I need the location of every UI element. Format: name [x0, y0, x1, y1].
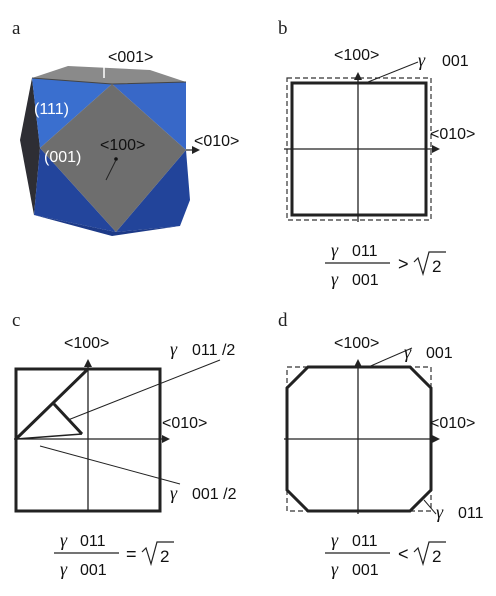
gamma-top-sym-d: γ [404, 342, 412, 362]
leader-gamma-011-d [423, 499, 437, 515]
ratio-den-sym-b: γ [331, 269, 339, 289]
crystal-edge-top [31, 77, 187, 85]
label-100-d: <100> [334, 335, 379, 352]
ratio-num-idx-b: 011 [352, 243, 378, 260]
label-100-c: <100> [64, 335, 109, 352]
base-segment-c [15, 433, 83, 440]
label-face-111: (111) [34, 101, 69, 118]
ratio-c: γ 011 γ 001 = 2 [54, 530, 174, 579]
crystal-shape [20, 66, 190, 236]
normal-011-c [52, 402, 84, 436]
face-111-upper-left [32, 78, 112, 148]
gamma-top-idx-c: 011 /2 [192, 342, 235, 359]
wulff-octagon [285, 365, 433, 513]
label-face-001: (001) [44, 149, 81, 166]
sqrt-sign-d [413, 541, 446, 567]
relation-b: > [398, 254, 409, 274]
gamma-bot-idx-c: 001 /2 [192, 486, 237, 503]
sqrt-sign-b [413, 251, 446, 277]
center-dot [114, 157, 118, 161]
label-100-a: <100> [100, 137, 145, 154]
diagonal-011-c [14, 367, 90, 441]
label-010-a: <010> [194, 133, 239, 150]
face-bottom [34, 215, 180, 236]
sqrt-sign-c [141, 541, 174, 567]
gamma-symbol-b: γ [418, 50, 426, 70]
gamma-bot-sym-c: γ [170, 483, 178, 503]
ratio-den-idx-d: 001 [352, 562, 379, 579]
ratio-num-sym-d: γ [331, 530, 339, 550]
leader-gamma-001-b [367, 61, 419, 83]
face-111-upper-right [112, 82, 186, 150]
label-100-b: <100> [334, 47, 379, 64]
sqrt-value-b: 2 [432, 257, 441, 276]
ratio-b: γ 011 γ 001 > 2 [325, 240, 446, 289]
label-001-a: <001> [108, 49, 153, 66]
gamma-top-idx-d: 001 [426, 345, 453, 362]
label-010-b: <010> [430, 126, 475, 143]
gamma-top-sym-c: γ [170, 339, 178, 359]
panel-d-letter: d [278, 310, 288, 331]
ratio-num-sym-b: γ [331, 240, 339, 260]
leader-gamma-001-d [365, 347, 413, 369]
ratio-den-idx-b: 001 [352, 272, 379, 289]
left-side-face [20, 78, 40, 215]
ratio-d: γ 011 γ 001 < 2 [325, 530, 446, 579]
ratio-num-idx-d: 011 [352, 533, 378, 550]
face-lower-left [34, 148, 116, 232]
arrow-100-a [105, 159, 117, 181]
gamma-bot-sym-d: γ [436, 502, 444, 522]
leader-gamma-011-c [67, 359, 221, 421]
panel-c: c <100> <010> γ 011 /2 γ 001 /2 γ 011 γ … [12, 310, 237, 579]
gamma-bot-idx-d: 011 [458, 505, 484, 522]
ratio-den-sym-c: γ [60, 559, 68, 579]
ratio-den-sym-d: γ [331, 559, 339, 579]
face-lower-right [116, 150, 190, 232]
ratio-num-sym-c: γ [60, 530, 68, 550]
top-face [32, 66, 186, 84]
ratio-den-idx-c: 001 [80, 562, 107, 579]
relation-c: = [126, 544, 137, 564]
face-001-center [40, 84, 186, 232]
panel-b-letter: b [278, 18, 288, 39]
panel-b: b <100> <010> γ 001 γ 011 γ 001 > 2 [278, 18, 475, 289]
sqrt-value-d: 2 [432, 547, 441, 566]
gamma-index-b: 001 [442, 53, 469, 70]
relation-d: < [398, 544, 409, 564]
panel-c-letter: c [12, 310, 20, 331]
leader-gamma-001-c [39, 445, 181, 485]
panel-d: d <100> <010> γ 001 γ 011 γ 011 γ 001 < … [278, 310, 484, 579]
panel-a: a <001> <010> [12, 18, 239, 236]
sqrt-value-c: 2 [160, 547, 169, 566]
ratio-num-idx-c: 011 [80, 533, 106, 550]
label-010-c: <010> [162, 415, 207, 432]
panel-a-letter: a [12, 18, 21, 39]
label-010-d: <010> [430, 415, 475, 432]
